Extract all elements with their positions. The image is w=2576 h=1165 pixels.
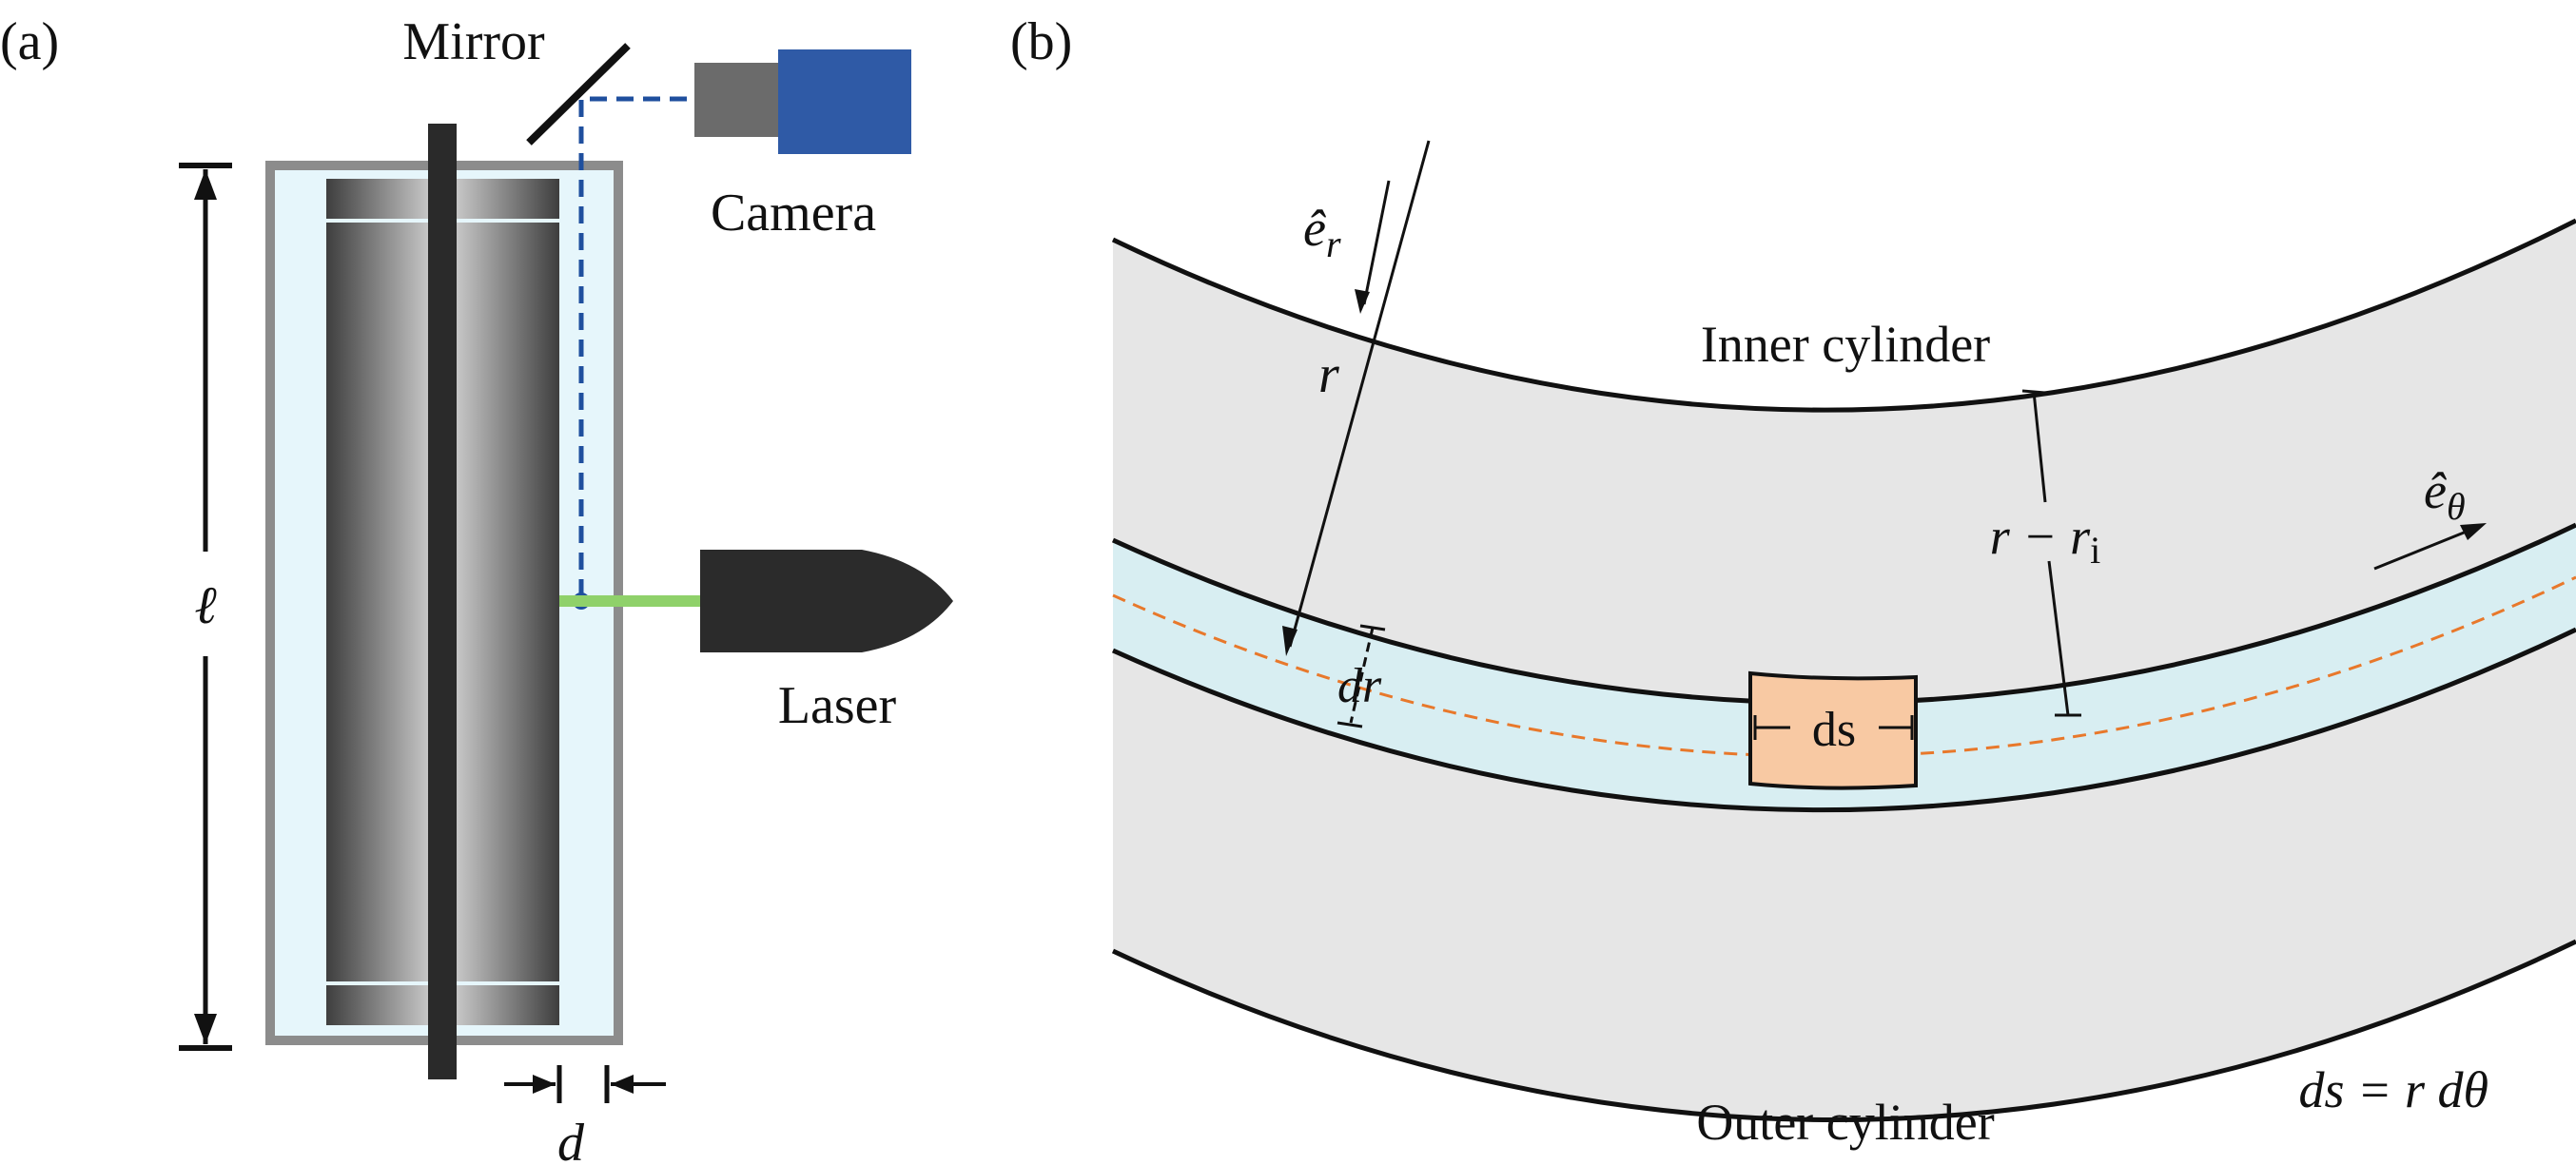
length-dimension: ℓ: [179, 163, 232, 1051]
fluid-shell: [1113, 525, 2576, 810]
r-label: r: [1318, 345, 1339, 404]
r-minus-ri-dimension: r − ri: [1990, 389, 2101, 717]
gap-label: d: [557, 1114, 585, 1165]
laser: Laser: [559, 550, 953, 735]
etheta-label: êθ: [2424, 462, 2466, 528]
gap-dimension: d: [504, 1065, 666, 1165]
length-label: ℓ: [194, 576, 217, 635]
etheta-vector: êθ: [2373, 462, 2487, 571]
optical-path: [578, 96, 704, 596]
dr-label: dr: [1337, 659, 1382, 713]
r-minus-ri-label: r − ri: [1990, 508, 2101, 572]
annular-gap: [1113, 221, 2576, 1120]
panel-a: (a) ℓ: [0, 12, 953, 1165]
arc-length-relation: ds = r dθ: [2299, 1061, 2489, 1118]
radius-line: r: [1282, 140, 1431, 656]
ds-dimension: ds: [1753, 703, 1914, 757]
panel-b: (b) ds êr: [1010, 12, 2576, 1151]
arc-element: [1748, 670, 1918, 790]
central-rod: [428, 124, 457, 1079]
er-vector: êr: [1303, 180, 1391, 314]
ds-label: ds: [1812, 703, 1856, 757]
er-label: êr: [1303, 200, 1341, 265]
mirror: [526, 43, 631, 146]
panel-a-tag: (a): [0, 12, 59, 71]
panel-b-tag: (b): [1010, 12, 1072, 71]
dr-dimension: dr: [1337, 624, 1386, 728]
inner-cylinder-wall: [1111, 218, 2576, 413]
outer-cylinder-wall: [1111, 939, 2576, 1123]
laser-body: [700, 550, 953, 652]
shell-outer-edge: [1111, 627, 2576, 813]
camera-lens: [694, 63, 778, 137]
outer-cylinder-label: Outer cylinder: [1696, 1094, 1994, 1151]
camera-label: Camera: [711, 184, 876, 243]
mirror-label: Mirror: [402, 12, 545, 71]
camera: Camera: [694, 49, 911, 243]
laser-label: Laser: [778, 676, 897, 735]
inner-cylinder-label: Inner cylinder: [1701, 316, 1990, 373]
